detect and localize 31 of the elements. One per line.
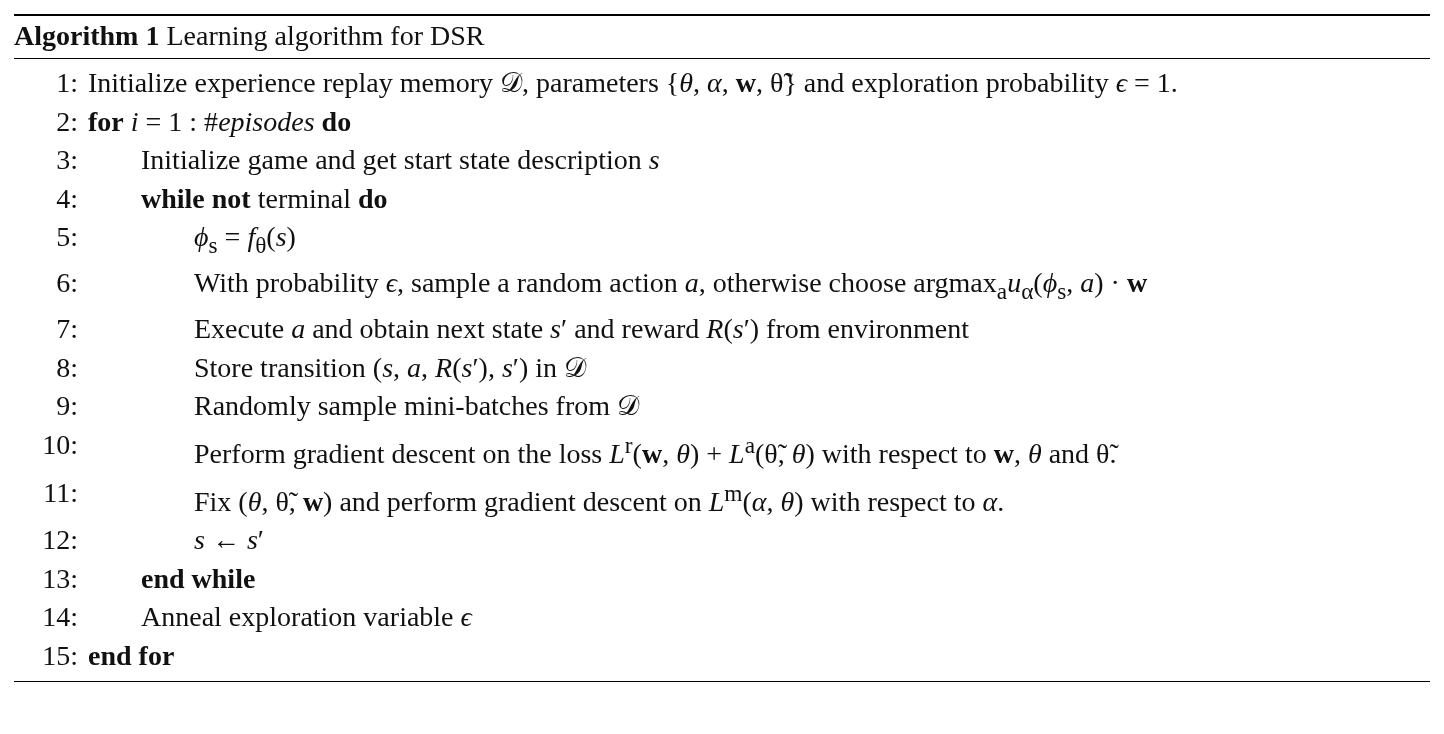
line-number: 8: bbox=[55, 350, 78, 385]
pseudocode-line: Anneal exploration variable ϵ bbox=[141, 600, 474, 635]
line-number: 13: bbox=[41, 561, 78, 596]
pseudocode-line: With probability ϵ, sample a random action a, otherwise choose argmax$_{a}$u$_{α}$(ϕ$_{s}$, a) · w bbox=[194, 266, 1149, 306]
pseudocode-line: Fix (θ, θ̃, w) and perform gradient descent on L$^{m}$(α, θ) with respect to α. bbox=[194, 478, 1006, 519]
line-number: 15: bbox=[41, 638, 78, 673]
line-number: 5: bbox=[55, 220, 78, 254]
pseudocode-line: Initialize game and get start state description s bbox=[141, 143, 661, 177]
line-number: 4: bbox=[55, 181, 78, 216]
pseudocode-line: end for bbox=[88, 638, 176, 673]
pseudocode-line: while not terminal do bbox=[141, 181, 389, 216]
pseudocode-line: Execute a and obtain next state s′ and reward R(s′) from environment bbox=[194, 312, 971, 347]
line-number: 6: bbox=[55, 266, 78, 301]
line-number: 2: bbox=[55, 104, 78, 139]
algorithm-title: Algorithm 1 Learning algorithm for DSR bbox=[14, 19, 486, 53]
pseudocode-line: ϕ$_{s}$ = f$_{θ}$(s) bbox=[194, 220, 297, 260]
line-number: 3: bbox=[55, 143, 78, 177]
line-number: 14: bbox=[41, 600, 78, 635]
line-number: 7: bbox=[55, 312, 78, 347]
pseudocode-line: Initialize experience replay memory 𝒟, parameters {θ, α, w, θ̃} and exploration probability ϵ = 1. bbox=[88, 66, 1179, 100]
pseudocode-line: end while bbox=[141, 561, 257, 596]
pseudocode-line: s ← s′ bbox=[194, 523, 265, 558]
pseudocode-line: Randomly sample mini-batches from 𝒟 bbox=[194, 389, 641, 424]
line-number: 10: bbox=[41, 427, 78, 462]
pseudocode-line: Store transition (s, a, R(s′), s′) in 𝒟 bbox=[194, 350, 588, 385]
pseudocode-line: for i = 1 : #episodes do bbox=[88, 104, 353, 139]
line-number: 11: bbox=[42, 475, 78, 510]
pseudocode-line: Perform gradient descent on the loss L$^{r}$(w, θ) + L$^{a}$(θ̃, θ) with respect to w, θ and θ̃. bbox=[194, 430, 1120, 471]
line-number: 9: bbox=[55, 389, 78, 424]
line-number: 12: bbox=[41, 523, 78, 558]
line-number: 1: bbox=[55, 66, 78, 100]
